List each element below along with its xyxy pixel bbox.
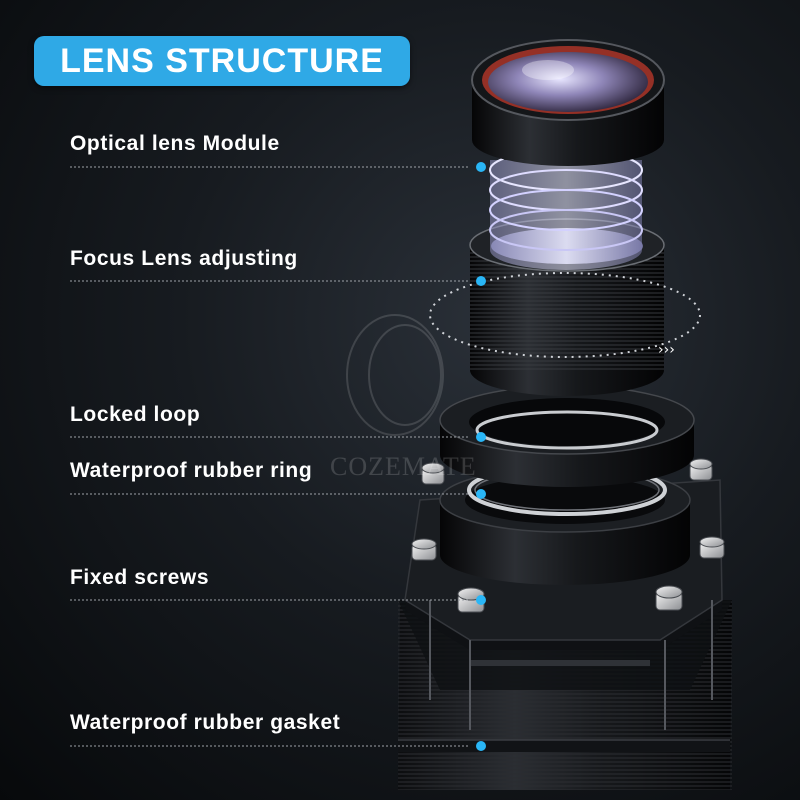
- arrow-chevrons-icon: ›››: [658, 342, 675, 358]
- leader-lines: [70, 166, 470, 747]
- screw-icon: [411, 538, 437, 561]
- label-waterproof-rubber-ring: Waterproof rubber ring: [70, 459, 313, 482]
- label-fixed-screws: Fixed screws: [70, 566, 210, 589]
- optical-lens-module: [471, 39, 665, 166]
- screw-icon: [421, 462, 445, 485]
- screw-icon: [655, 585, 683, 611]
- marker-dot: [476, 489, 486, 499]
- label-optical-lens-module: Optical lens Module: [70, 132, 280, 155]
- page-title: LENS STRUCTURE: [60, 42, 384, 80]
- label-waterproof-rubber-gasket: Waterproof rubber gasket: [70, 711, 341, 734]
- watermark-text: COZEMATE: [330, 452, 477, 481]
- marker-dot: [476, 741, 486, 751]
- screw-icon: [689, 458, 713, 481]
- marker-dot: [476, 162, 486, 172]
- screw-icon: [699, 536, 725, 559]
- callout-markers: [476, 162, 486, 751]
- glass-elements: [489, 149, 643, 270]
- locked-loop-ring: [439, 385, 695, 487]
- label-locked-loop: Locked loop: [70, 403, 201, 426]
- fixed-screws: [411, 458, 725, 613]
- watermark-logo: [346, 314, 444, 436]
- title-badge: LENS STRUCTURE: [34, 36, 410, 86]
- marker-dot: [476, 595, 486, 605]
- rotation-hint: ›››: [429, 272, 701, 358]
- label-focus-lens-adjusting: Focus Lens adjusting: [70, 247, 298, 270]
- marker-dot: [476, 276, 486, 286]
- marker-dot: [476, 432, 486, 442]
